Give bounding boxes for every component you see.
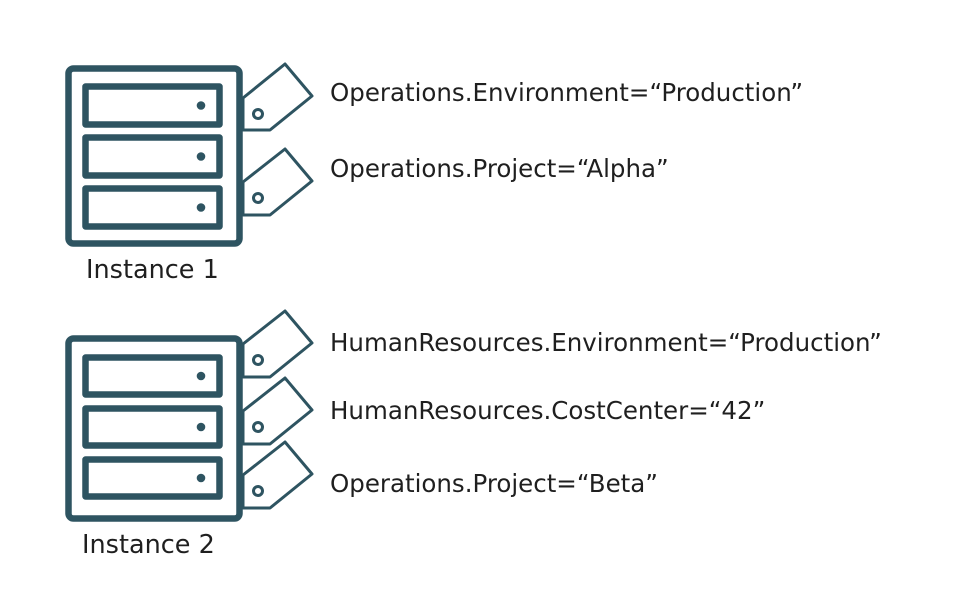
- instance-2: HumanResources.Environment=“Production” …: [65, 309, 882, 560]
- tag-label: HumanResources.CostCenter=“42”: [330, 396, 765, 425]
- tag-icon: [241, 62, 314, 132]
- tag-icon: [241, 147, 314, 217]
- instance-label: Instance 2: [82, 530, 215, 560]
- tag-icon: [241, 440, 314, 510]
- tag-icon: [241, 309, 314, 379]
- tag-icon: [241, 376, 314, 446]
- server-icon: [65, 65, 243, 247]
- instance-label: Instance 1: [86, 255, 219, 285]
- tag-label: Operations.Project=“Beta”: [330, 469, 658, 498]
- tag-label: HumanResources.Environment=“Production”: [330, 328, 882, 357]
- tag-label: Operations.Project=“Alpha”: [330, 154, 669, 183]
- tag-label: Operations.Environment=“Production”: [330, 78, 803, 107]
- instance-1: Operations.Environment=“Production” Oper…: [65, 62, 803, 285]
- server-icon: [65, 335, 243, 522]
